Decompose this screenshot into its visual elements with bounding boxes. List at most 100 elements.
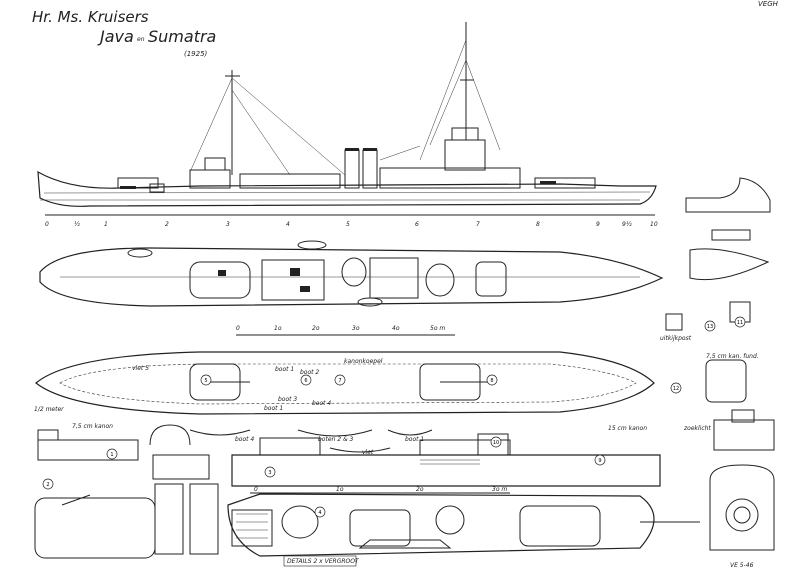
- title-java: Java: [97, 27, 134, 46]
- part-callout: 8: [486, 374, 498, 386]
- callout-number: 8: [490, 378, 493, 384]
- tick-5: 5: [346, 221, 350, 228]
- label-boten23: boten 2 & 3: [318, 436, 354, 443]
- plan-tick-50: 5o m: [430, 325, 445, 332]
- callout-circle: [334, 374, 346, 386]
- title-en: en: [137, 36, 145, 43]
- tick-7: 7: [476, 221, 480, 228]
- title-sumatra: Sumatra: [148, 27, 216, 46]
- callout-number: 7: [338, 378, 341, 384]
- tick-2: 2: [165, 221, 169, 228]
- callout-circle: [670, 382, 682, 394]
- tick-1: 1: [104, 221, 108, 228]
- plan-tick-20: 2o: [312, 325, 320, 332]
- tick-8: 8: [536, 221, 540, 228]
- label-uitkijkpost: uitkijkpost: [660, 335, 692, 342]
- callout-number: 13: [707, 324, 713, 330]
- tick-10: 10: [650, 221, 658, 228]
- title-block: Hr. Ms. Kruisers Java en Sumatra (1925) …: [32, 0, 779, 58]
- tick-6: 6: [415, 221, 419, 228]
- callout-number: 2: [46, 482, 49, 488]
- label-kanonkoepel: kanonkoepel: [344, 358, 383, 365]
- callout-circle: [264, 466, 276, 478]
- part-callout: 3: [264, 466, 276, 478]
- label-boot3: boot 3: [278, 396, 297, 403]
- label-vlet5: vlet 5: [132, 365, 149, 372]
- callout-number: 5: [204, 378, 207, 384]
- callout-number: 6: [304, 378, 307, 384]
- part-callout: 5: [200, 374, 212, 386]
- side-profile: 0 ½ 1 2 3 4 5 6 7 8 9 9½ 10: [37, 22, 658, 228]
- part-callout: 12: [670, 382, 682, 394]
- title-line1: Hr. Ms. Kruisers: [32, 8, 149, 26]
- label-boot1a: boot 1: [275, 366, 294, 373]
- callout-circle: [42, 478, 54, 490]
- bottom-tick-10: 1o: [336, 486, 344, 493]
- callout-number: 3: [268, 470, 271, 476]
- label-zoeklicht: zoeklicht: [683, 425, 711, 432]
- bottom-tick-0: 0: [254, 486, 258, 493]
- callout-circle: [106, 448, 118, 460]
- callout-number: 11: [737, 320, 743, 326]
- label-kanon-right: 15 cm kanon: [608, 425, 647, 432]
- tick-half: ½: [74, 221, 80, 228]
- plan-tick-30: 3o: [352, 325, 360, 332]
- callout-number: 12: [673, 386, 679, 392]
- bottom-tick-30: 3o m: [492, 486, 507, 493]
- part-callout: 4: [314, 506, 326, 518]
- callout-circle: [594, 454, 606, 466]
- corner-mark: VEGH: [758, 0, 779, 8]
- tick-3: 3: [226, 221, 230, 228]
- left-details: 7,5 cm kanon 1/2 meter: [34, 406, 219, 559]
- part-callout: 13: [704, 320, 716, 332]
- right-details: uitkijkpost 7,5 cm kan. fund. zoeklicht …: [660, 177, 775, 569]
- label-boot4: boot 4: [312, 400, 331, 407]
- plan-tick-40: 4o: [392, 325, 400, 332]
- tick-4: 4: [286, 221, 290, 228]
- part-callout: 6: [300, 374, 312, 386]
- plan-tick-0: 0: [236, 325, 240, 332]
- detail-profile: 0 1o 2o 3o m 15 cm kanon: [231, 425, 661, 494]
- label-details: DETAILS 2 x VERGROOT: [287, 558, 360, 565]
- label-kanon-left: 7,5 cm kanon: [72, 423, 113, 430]
- tick-0: 0: [45, 221, 49, 228]
- label-boot4b: boot 4: [235, 436, 254, 443]
- part-callout: 7: [334, 374, 346, 386]
- label-boot2: boot 2: [300, 369, 319, 376]
- label-kanfund: 7,5 cm kan. fund.: [706, 353, 759, 360]
- callout-number: 1: [110, 452, 113, 458]
- part-callout: 11: [734, 316, 746, 328]
- detail-plan: DETAILS 2 x VERGROOT: [227, 493, 700, 567]
- label-boot1b: boot 1: [264, 405, 283, 412]
- part-callout: 2: [42, 478, 54, 490]
- part-callout: 9: [594, 454, 606, 466]
- plan-scale-ticks: 0 1o 2o 3o 4o 5o m: [236, 325, 445, 332]
- callout-number: 9: [598, 458, 601, 464]
- bottom-tick-20: 2o: [416, 486, 424, 493]
- title-year: (1925): [184, 50, 208, 58]
- label-boot1c: boot 1: [405, 436, 424, 443]
- part-callout: 1: [106, 448, 118, 460]
- boats-row: boot 4 boten 2 & 3 boot 1 vlet: [189, 429, 433, 456]
- label-signature: VE 5-46: [730, 562, 754, 569]
- plan-tick-10: 1o: [274, 325, 282, 332]
- callout-number: 4: [318, 510, 321, 516]
- label-meter: 1/2 meter: [34, 406, 64, 413]
- label-vlet: vlet: [362, 449, 374, 456]
- callout-number: 10: [493, 440, 499, 446]
- callout-circle: [486, 374, 498, 386]
- callout-circle: [490, 436, 502, 448]
- profile-scale-ticks: 0 ½ 1 2 3 4 5 6 7 8 9 9½ 10: [45, 221, 658, 228]
- callout-circle: [300, 374, 312, 386]
- callout-circle: [704, 320, 716, 332]
- deck-plan: 0 1o 2o 3o 4o 5o m: [39, 240, 664, 336]
- callout-circle: [734, 316, 746, 328]
- part-callout: 10: [490, 436, 502, 448]
- lower-deck-plan: boot 1 boot 2 boot 3 boot 1 boot 4 kanon…: [35, 351, 655, 415]
- tick-9: 9: [596, 221, 600, 228]
- callout-circle: [314, 506, 326, 518]
- tick-9half: 9½: [622, 221, 632, 228]
- callout-circle: [200, 374, 212, 386]
